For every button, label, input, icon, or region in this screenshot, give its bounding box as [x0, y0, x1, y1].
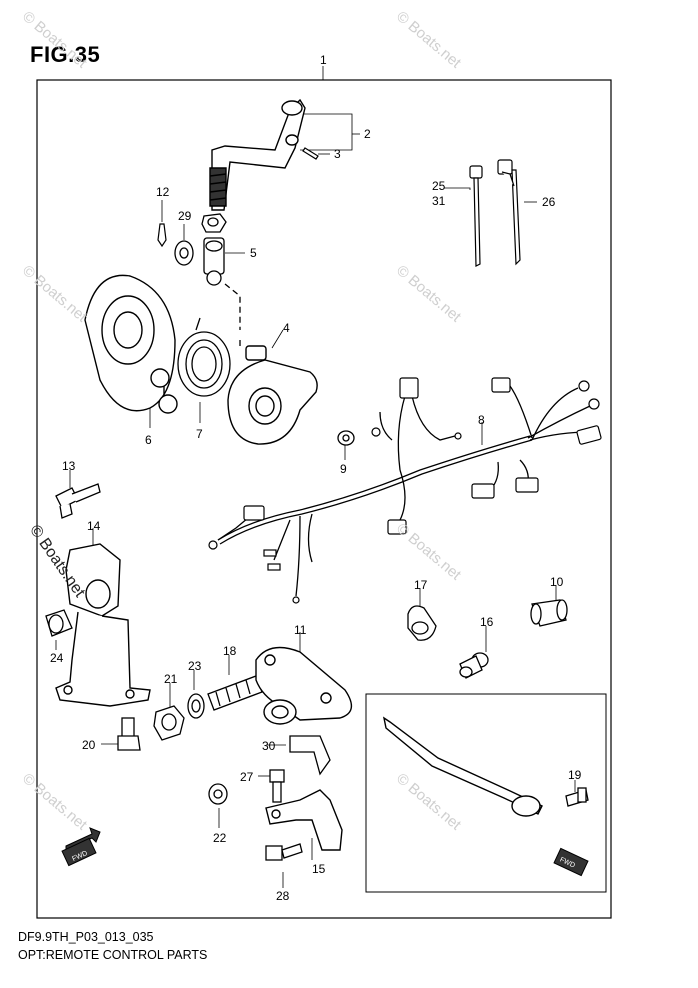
callout-5: 5	[250, 246, 257, 260]
part-30-clip	[289, 735, 331, 776]
callout-24: 24	[50, 651, 64, 665]
part-12-cotter-pin	[157, 223, 167, 248]
figure-title: FIG.35	[30, 42, 101, 67]
callout-10: 10	[550, 575, 564, 589]
part-13-screw	[55, 483, 101, 519]
part-27-bolt	[269, 769, 285, 803]
part-14-bracket	[55, 543, 151, 707]
callout-1: 1	[320, 53, 327, 67]
callout-15: 15	[312, 862, 326, 876]
figure-code: DF9.9TH_P03_013_035	[18, 930, 154, 944]
callout-3: 3	[334, 147, 341, 161]
part-16-joint	[459, 652, 489, 679]
callout-25: 25	[432, 179, 446, 193]
callout-13: 13	[62, 459, 76, 473]
leader-lines	[55, 66, 576, 888]
part-6-cam	[84, 274, 178, 414]
inset-rod	[382, 716, 543, 817]
callout-23: 23	[188, 659, 202, 673]
callout-12: 12	[156, 185, 170, 199]
callout-22: 22	[213, 831, 227, 845]
figure-caption: OPT:REMOTE CONTROL PARTS	[18, 948, 208, 962]
callout-27: 27	[240, 770, 254, 784]
callout-18: 18	[223, 644, 237, 658]
callout-16: 16	[480, 615, 494, 629]
callout-30: 30	[262, 739, 276, 753]
part-nut	[201, 213, 227, 233]
fwd-arrow-main	[61, 827, 101, 867]
callout-2: 2	[364, 127, 371, 141]
part-28-bolt	[265, 843, 303, 861]
part-20-bolt	[117, 717, 141, 751]
callout-19: 19	[568, 768, 582, 782]
part-7-spring	[177, 317, 231, 397]
callout-20: 20	[82, 738, 96, 752]
part-26-cable-tie	[497, 159, 521, 266]
part-22-washer	[208, 783, 228, 805]
diagram-frame	[36, 79, 612, 919]
callout-26: 26	[542, 195, 556, 209]
callout-6: 6	[145, 433, 152, 447]
callout-8: 8	[478, 413, 485, 427]
callout-9: 9	[340, 462, 347, 476]
part-15-bracket	[265, 789, 343, 851]
part-29-washer	[174, 240, 194, 266]
callout-29: 29	[178, 209, 192, 223]
part-9-grommet	[337, 430, 355, 446]
part-8-harness	[217, 385, 591, 597]
callout-14: 14	[87, 519, 101, 533]
callout-28: 28	[276, 889, 290, 903]
part-25-cable-tie	[469, 165, 483, 267]
part-23-washer	[187, 693, 205, 719]
part-17-clamp	[407, 605, 437, 641]
callout-21: 21	[164, 672, 178, 686]
part-24-collar	[45, 609, 73, 637]
callout-7: 7	[196, 427, 203, 441]
inset-frame	[365, 693, 607, 893]
part-3-pin	[302, 147, 319, 160]
part-11-plate	[255, 646, 353, 725]
part-10-collar	[530, 599, 568, 627]
harness-connectors	[208, 377, 602, 604]
part-4-plate	[227, 345, 318, 445]
part-2-rod	[209, 98, 306, 211]
part-5-joint	[203, 237, 241, 350]
part-21-nut	[153, 705, 185, 741]
callout-4: 4	[283, 321, 290, 335]
part-18-bolt	[207, 675, 263, 711]
callout-31: 31	[432, 194, 446, 208]
callout-11: 11	[294, 623, 307, 637]
fwd-arrow-inset	[553, 847, 589, 877]
part-19-bolt	[565, 787, 589, 807]
callout-17: 17	[414, 578, 428, 592]
